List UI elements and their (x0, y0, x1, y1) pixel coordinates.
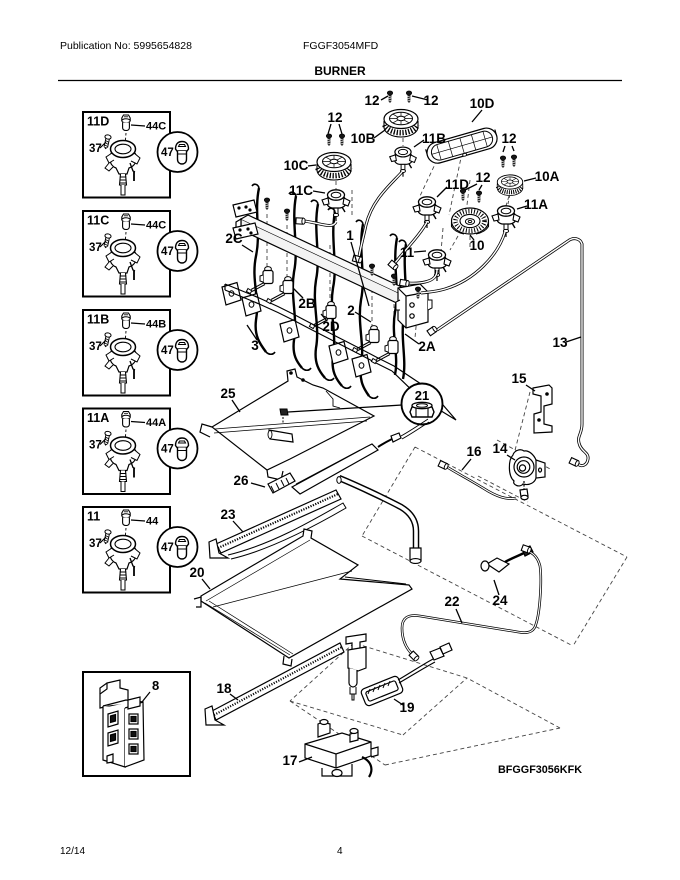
svg-text:17: 17 (282, 753, 297, 768)
svg-text:10D: 10D (470, 96, 495, 111)
svg-text:13: 13 (552, 335, 568, 350)
svg-text:8: 8 (152, 678, 159, 693)
svg-text:12/14: 12/14 (60, 846, 85, 857)
svg-text:BURNER: BURNER (314, 64, 366, 78)
svg-text:44B: 44B (146, 319, 166, 331)
svg-text:37: 37 (89, 440, 102, 452)
svg-text:11C: 11C (289, 183, 313, 198)
svg-text:44A: 44A (146, 417, 166, 429)
svg-text:15: 15 (511, 371, 527, 386)
svg-text:10B: 10B (351, 131, 376, 146)
svg-text:44C: 44C (146, 121, 166, 133)
svg-text:22: 22 (444, 594, 459, 609)
svg-text:26: 26 (233, 473, 249, 488)
svg-text:11A: 11A (524, 197, 548, 212)
svg-text:12: 12 (327, 110, 342, 125)
svg-text:11D: 11D (87, 115, 109, 129)
svg-text:47: 47 (161, 147, 174, 159)
svg-text:19: 19 (399, 700, 414, 715)
svg-text:12: 12 (501, 131, 516, 146)
svg-text:14: 14 (492, 441, 508, 456)
svg-text:47: 47 (161, 345, 174, 357)
svg-text:4: 4 (337, 846, 343, 857)
svg-text:FGGF3054MFD: FGGF3054MFD (303, 40, 379, 52)
svg-text:37: 37 (89, 341, 102, 353)
svg-text:21: 21 (415, 388, 429, 403)
svg-text:18: 18 (216, 681, 232, 696)
svg-text:47: 47 (161, 246, 174, 258)
svg-text:2B: 2B (298, 296, 316, 311)
svg-text:Publication No: 5995654828: Publication No: 5995654828 (60, 40, 192, 52)
svg-text:44: 44 (146, 516, 159, 528)
svg-text:47: 47 (161, 542, 174, 554)
svg-text:1: 1 (346, 228, 354, 243)
svg-text:24: 24 (492, 593, 508, 608)
svg-text:11: 11 (87, 510, 100, 524)
svg-text:20: 20 (189, 565, 204, 580)
svg-text:44C: 44C (146, 220, 166, 232)
svg-text:23: 23 (220, 507, 236, 522)
svg-text:37: 37 (89, 242, 102, 254)
svg-text:12: 12 (364, 93, 379, 108)
svg-text:37: 37 (89, 538, 102, 550)
svg-text:25: 25 (220, 386, 236, 401)
svg-text:2D: 2D (322, 319, 340, 334)
svg-text:11B: 11B (422, 131, 446, 146)
svg-text:2C: 2C (225, 231, 243, 246)
svg-text:11B: 11B (87, 313, 109, 327)
svg-text:2: 2 (347, 303, 355, 318)
svg-text:3: 3 (251, 338, 259, 353)
svg-text:11D: 11D (445, 177, 469, 192)
svg-text:11C: 11C (87, 214, 109, 228)
svg-text:12: 12 (475, 170, 490, 185)
svg-text:10: 10 (469, 238, 484, 253)
svg-text:11A: 11A (87, 411, 109, 425)
svg-text:10C: 10C (284, 158, 309, 173)
svg-text:47: 47 (161, 444, 174, 456)
svg-text:16: 16 (466, 444, 482, 459)
svg-text:12: 12 (423, 93, 438, 108)
svg-text:2A: 2A (418, 339, 436, 354)
svg-text:11: 11 (400, 245, 415, 260)
svg-text:BFGGF3056KFK: BFGGF3056KFK (498, 764, 582, 776)
svg-text:37: 37 (89, 143, 102, 155)
svg-text:10A: 10A (535, 169, 560, 184)
